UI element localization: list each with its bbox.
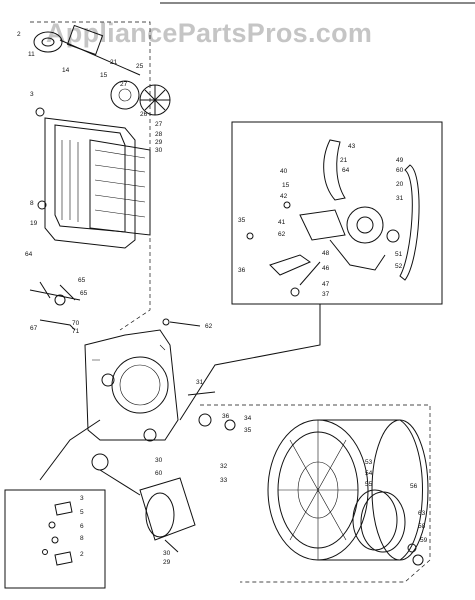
callout-label: 3 <box>80 495 84 502</box>
callout-label: 19 <box>30 220 38 227</box>
callout-label: 62 <box>205 323 213 330</box>
callout-label: 63 <box>418 510 426 517</box>
callout-label: 11 <box>28 51 35 58</box>
callout-label: 30 <box>155 147 163 154</box>
drive-motor <box>91 453 196 553</box>
callout-label: 2 <box>80 551 84 558</box>
inset-leader-line <box>179 304 321 421</box>
callout-label: 52 <box>395 263 403 270</box>
callout-label: 14 <box>62 67 70 74</box>
callout-label: 70 <box>72 320 80 327</box>
callout-label: 53 <box>365 459 373 466</box>
callout-label: 31 <box>396 195 404 202</box>
callout-label: 42 <box>280 193 288 200</box>
callout-label: 67 <box>30 325 38 332</box>
callout-label: 8 <box>80 535 84 542</box>
callout-label: 65 <box>78 277 86 284</box>
callout-label: 34 <box>244 415 252 422</box>
callout-label: 2 <box>17 31 21 38</box>
lower-inset-parts <box>42 501 73 566</box>
bulkhead-hardware <box>187 391 236 431</box>
callout-label: 26 <box>140 111 148 118</box>
callout-label: 29 <box>155 139 163 146</box>
callout-label: 33 <box>220 477 228 484</box>
callout-label: 37 <box>322 291 330 298</box>
callout-label: 55 <box>365 481 373 488</box>
callout-label: 46 <box>322 265 330 272</box>
callout-label: 27 <box>120 81 128 88</box>
callout-label: 36 <box>238 267 246 274</box>
blower-assembly <box>33 24 171 116</box>
callout-label: 30 <box>155 457 163 464</box>
lower-left-inset-frame <box>4 489 106 589</box>
callout-label: 60 <box>396 167 404 174</box>
callout-label: 21 <box>110 59 118 66</box>
callout-label: 58 <box>418 523 426 530</box>
callout-label: 15 <box>100 72 108 79</box>
rear-bulkhead-panel <box>84 329 179 442</box>
lower-leader-line <box>39 419 101 481</box>
callout-label: 47 <box>322 281 330 288</box>
callout-label: 43 <box>348 143 356 150</box>
heater-duct-housing <box>44 117 151 249</box>
callout-label: 64 <box>25 251 33 258</box>
upper-left-dashed-boundary <box>30 21 151 331</box>
callout-label: 3 <box>30 91 34 98</box>
callout-label: 8 <box>30 200 34 207</box>
callout-label: 29 <box>163 559 171 566</box>
callout-label: 56 <box>410 483 418 490</box>
callout-label: 59 <box>420 537 428 544</box>
callout-label: 5 <box>80 509 84 516</box>
motor-inset-frame <box>231 121 443 305</box>
dryer-drum <box>267 419 429 566</box>
callout-label: 30 <box>163 550 171 557</box>
callout-label: 35 <box>238 217 246 224</box>
callout-label: 60 <box>155 470 163 477</box>
callout-label: 51 <box>395 251 403 258</box>
callout-label: 54 <box>365 470 373 477</box>
callout-label: 21 <box>340 157 348 164</box>
callout-label: 64 <box>342 167 350 174</box>
callout-label: 31 <box>196 379 204 386</box>
callout-label: 71 <box>72 328 80 335</box>
callout-label: 20 <box>396 181 404 188</box>
callout-label: 65 <box>80 290 88 297</box>
callout-label: 41 <box>278 219 286 226</box>
callout-label: 49 <box>396 157 404 164</box>
callout-label: 27 <box>155 121 163 128</box>
callout-label: 25 <box>136 63 144 70</box>
callout-label: 32 <box>220 463 228 470</box>
callout-label: 48 <box>322 250 330 257</box>
callout-labels: 2 21 15 27 14 11 25 3 26 27 28 29 30 19 … <box>17 31 428 566</box>
callout-label: 36 <box>222 413 230 420</box>
callout-label: 40 <box>280 168 288 175</box>
callout-label: 15 <box>282 182 290 189</box>
callout-label: 35 <box>244 427 252 434</box>
callout-label: 28 <box>155 131 163 138</box>
callout-label: 6 <box>80 523 84 530</box>
drum-dashed-boundary <box>200 404 431 583</box>
motor-assembly <box>246 139 420 297</box>
small-hardware-parts <box>29 107 201 331</box>
callout-label: 62 <box>278 231 286 238</box>
